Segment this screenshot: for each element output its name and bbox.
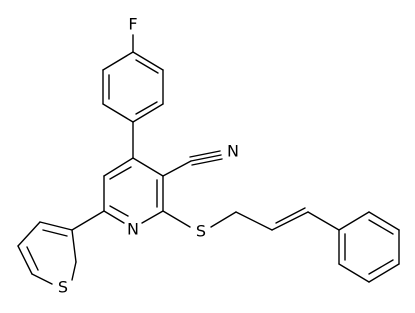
cinnamyl-chain: [210, 207, 340, 231]
thiophene-ring: [17, 221, 77, 285]
pyridine-nitrogen-label: N: [127, 220, 139, 239]
fluorophenyl-ring: [102, 51, 164, 123]
pyridine-thiophene-bond: [71, 210, 105, 231]
pyridine-ring: [103, 157, 164, 224]
thioether-sulfur-label: S: [196, 222, 206, 241]
nitrile-nitrogen-label: N: [227, 142, 239, 161]
pyridine-sulfur-bond: [162, 210, 191, 228]
nitrile-bond: [162, 150, 223, 177]
fluorine-label: F: [128, 15, 137, 34]
atom-labels: F N N S S: [58, 15, 239, 297]
thiophene-sulfur-label: S: [58, 278, 68, 297]
phenyl-ring: [338, 211, 400, 283]
